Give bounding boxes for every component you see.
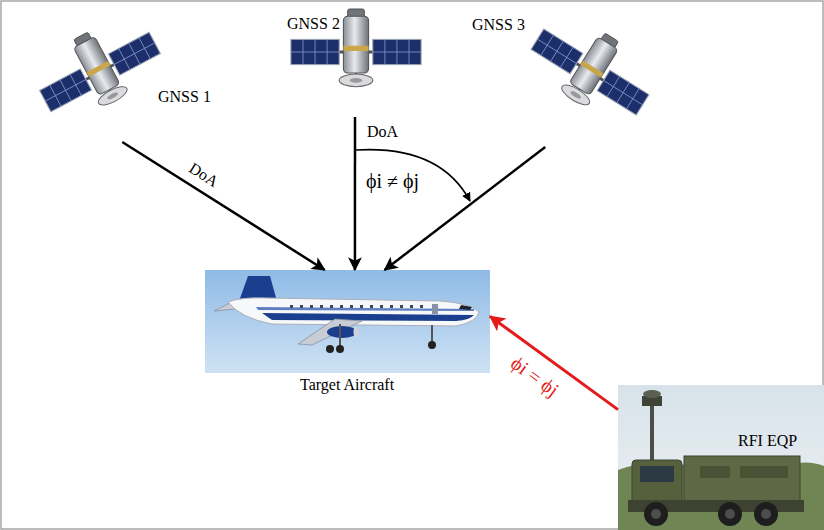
node-label: GNSS 2 bbox=[287, 15, 340, 33]
node-label: RFI EQP bbox=[738, 432, 797, 450]
satellite-node: GNSS 3 bbox=[462, 5, 647, 147]
connector-arrow bbox=[122, 142, 324, 270]
aircraft-node: Target Aircraft bbox=[205, 270, 490, 373]
satellite-node: GNSS 2 bbox=[285, 5, 425, 117]
edge-label: ϕi = ϕj bbox=[506, 351, 563, 401]
satellite-3 bbox=[520, 4, 664, 132]
rfi-truck-photo bbox=[618, 385, 824, 530]
connector-arrow bbox=[385, 147, 546, 270]
jammer-node: RFI EQP bbox=[618, 385, 824, 530]
angle-label: ϕi ≠ ϕj bbox=[366, 170, 419, 193]
node-label: GNSS 1 bbox=[158, 88, 211, 106]
angle-arrow bbox=[356, 150, 470, 201]
node-label: GNSS 3 bbox=[472, 16, 525, 34]
satellite-1 bbox=[26, 7, 170, 131]
connector-arrow bbox=[354, 117, 357, 270]
edge-label: DoA bbox=[367, 123, 398, 141]
node-label: Target Aircraft bbox=[300, 376, 394, 394]
aircraft-photo bbox=[205, 270, 490, 373]
connector-arrow bbox=[490, 316, 618, 409]
satellite-node: GNSS 1 bbox=[40, 20, 215, 142]
